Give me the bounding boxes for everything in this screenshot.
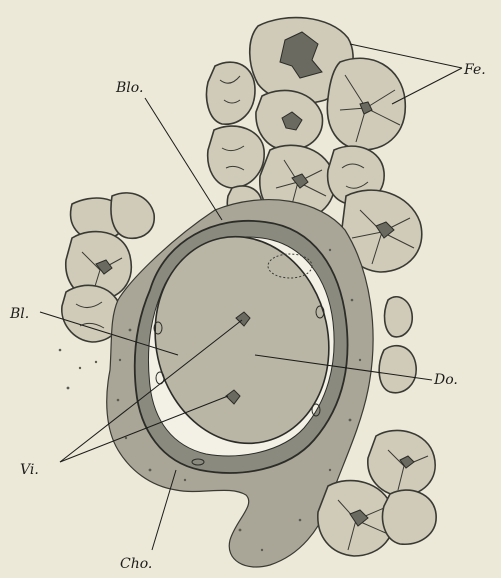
label-vi: Vi. [20, 462, 39, 478]
label-fe: Fe. [463, 62, 486, 78]
label-cho: Cho. [120, 556, 152, 572]
blastocyst [135, 220, 348, 473]
label-do: Do. [433, 372, 458, 388]
label-bl: Bl. [9, 306, 29, 322]
label-blo: Blo. [115, 80, 143, 96]
